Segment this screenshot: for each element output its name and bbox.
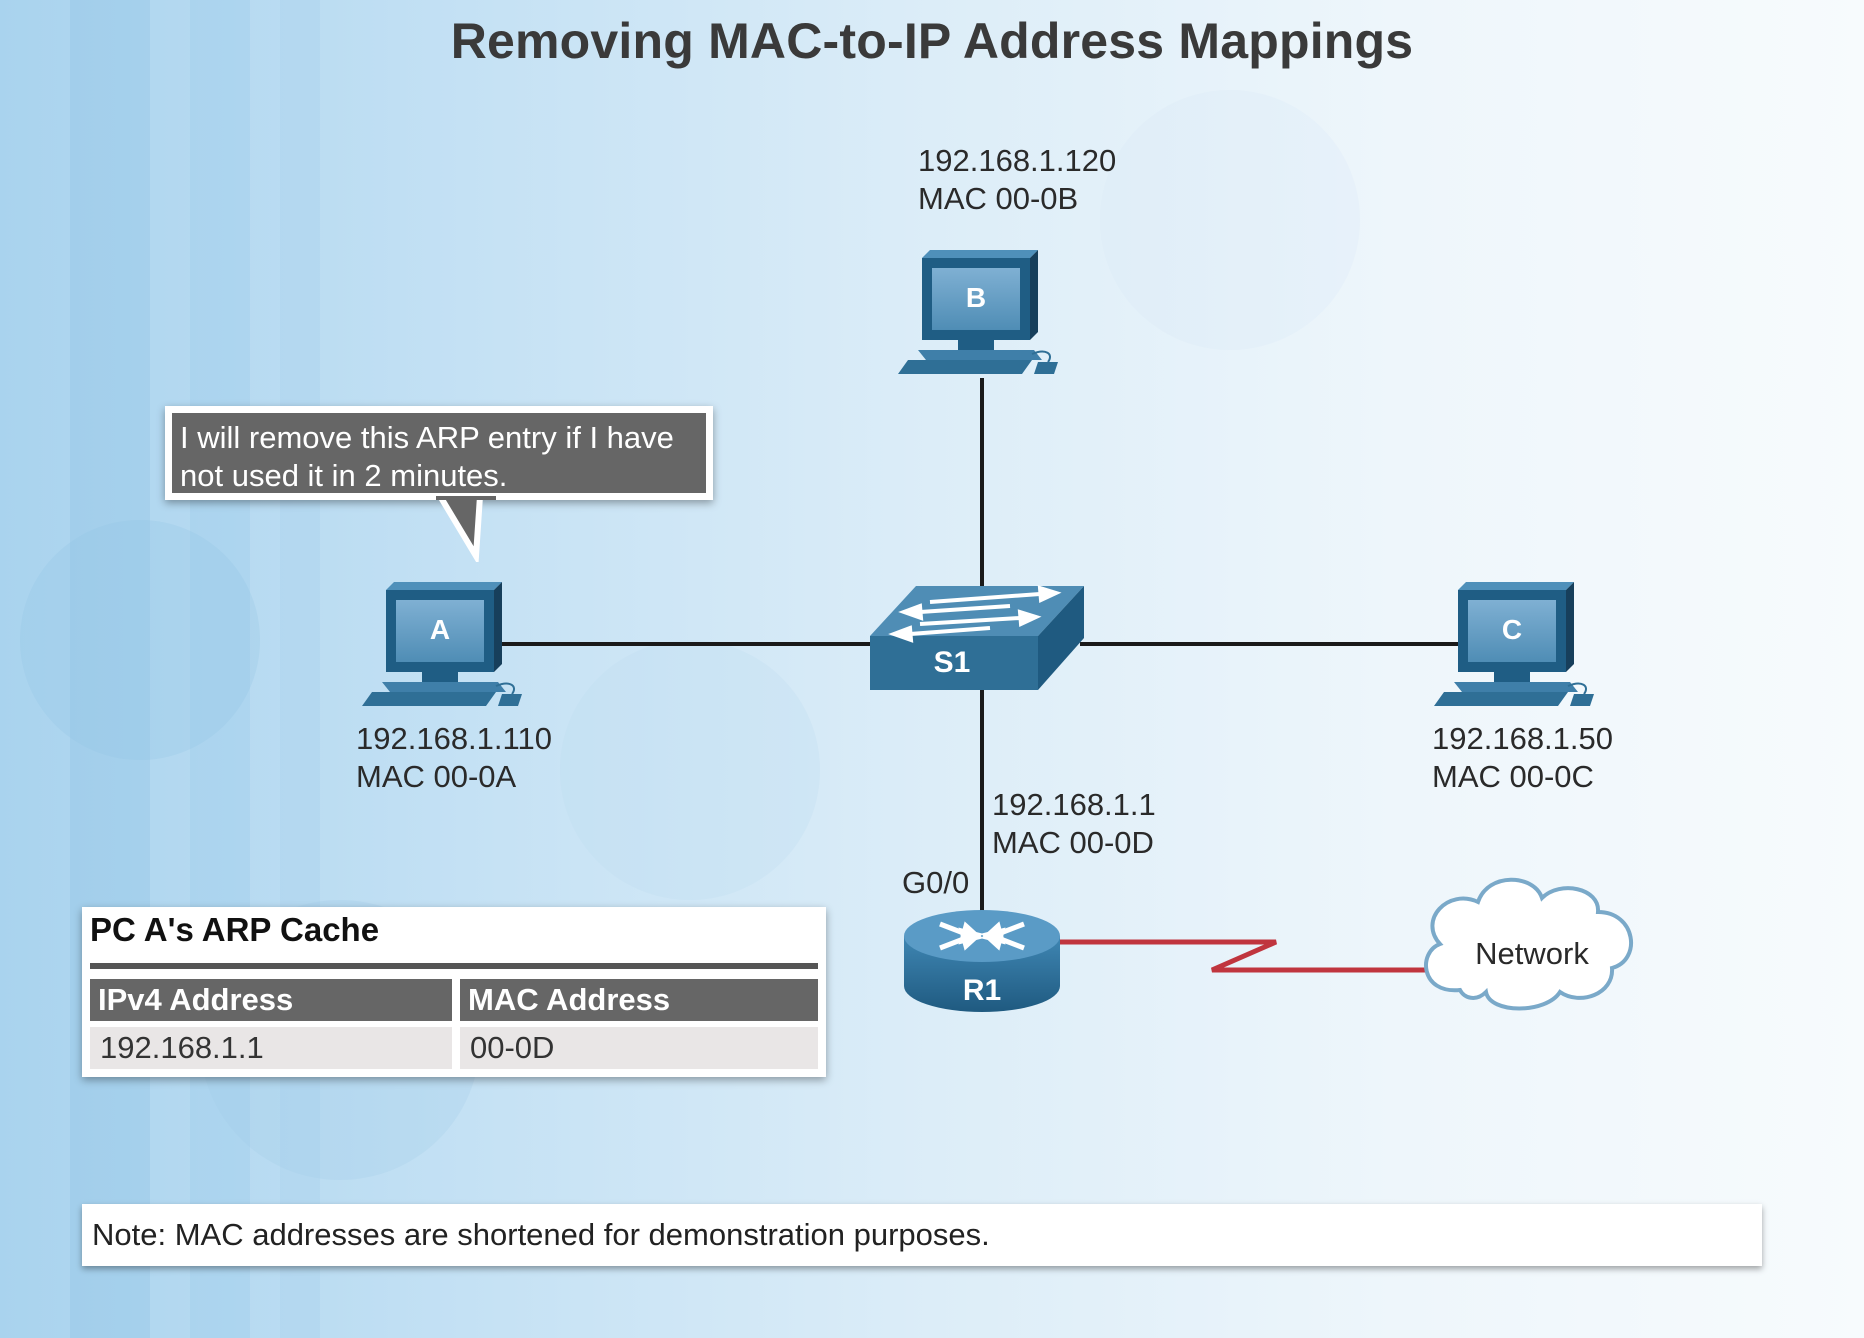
arp-row-mac: 00-0D [460,1027,818,1069]
router-arrows-icon [939,921,1025,951]
background-stripe [280,0,320,1338]
router-interface-label: G0/0 [902,865,970,900]
background-circle [20,520,260,760]
note-box: Note: MAC addresses are shortened for de… [82,1204,1762,1266]
arp-timeout-callout: I will remove this ARP entry if I have n… [165,406,713,500]
arp-cache-title: PC A's ARP Cache [90,911,380,948]
pc-b-icon[interactable]: B [897,249,1059,375]
background-circle [560,640,820,900]
pc-c-address-label: 192.168.1.50 MAC 00-0C [1432,720,1613,796]
pc-b-ip: 192.168.1.120 [918,143,1117,178]
callout-line-1: I will remove this ARP entry if I have [180,420,674,455]
network-cloud-label: Network [1475,936,1589,971]
router-address-label: 192.168.1.1 MAC 00-0D [992,786,1156,862]
arp-cache-divider [90,963,818,969]
router-r1-label: R1 [963,974,1001,1007]
pc-b-letter: B [966,282,986,313]
pc-b-address-label: 192.168.1.120 MAC 00-0B [918,142,1116,218]
pc-a-letter: A [430,614,450,645]
arp-cache-table: PC A's ARP Cache IPv4 Address MAC Addres… [82,907,826,1077]
router-mac: MAC 00-0D [992,825,1154,860]
pc-b-mac: MAC 00-0B [918,181,1079,216]
pc-a-ip: 192.168.1.110 [356,721,552,756]
pc-a-icon[interactable]: A [361,581,523,707]
pc-c-mac: MAC 00-0C [1432,759,1594,794]
background-circle [1100,90,1360,350]
pc-c-ip: 192.168.1.50 [1432,721,1614,756]
pc-a-address-label: 192.168.1.110 MAC 00-0A [356,720,552,796]
switch-s1-icon[interactable]: S1 [870,585,1084,690]
serial-link-r1-network [1058,939,1430,973]
background-stripe [190,0,250,1338]
arp-row-ipv4: 192.168.1.1 [90,1027,452,1069]
router-r1-icon[interactable]: R1 [904,910,1060,1012]
callout-pointer [436,496,496,562]
callout-line-2: not used it in 2 minutes. [180,458,508,493]
network-cloud-icon[interactable]: Network [1424,877,1633,1011]
router-ip: 192.168.1.1 [992,787,1156,822]
background-stripe [70,0,150,1338]
arp-header-ipv4: IPv4 Address [90,979,452,1021]
arp-header-mac: MAC Address [460,979,818,1021]
pc-c-icon[interactable]: C [1433,581,1595,707]
pc-c-letter: C [1502,614,1522,645]
page-title: Removing MAC-to-IP Address Mappings [450,13,1414,69]
pc-a-mac: MAC 00-0A [356,759,517,794]
switch-s1-label: S1 [934,646,971,679]
switch-arrows-icon [888,585,1062,643]
